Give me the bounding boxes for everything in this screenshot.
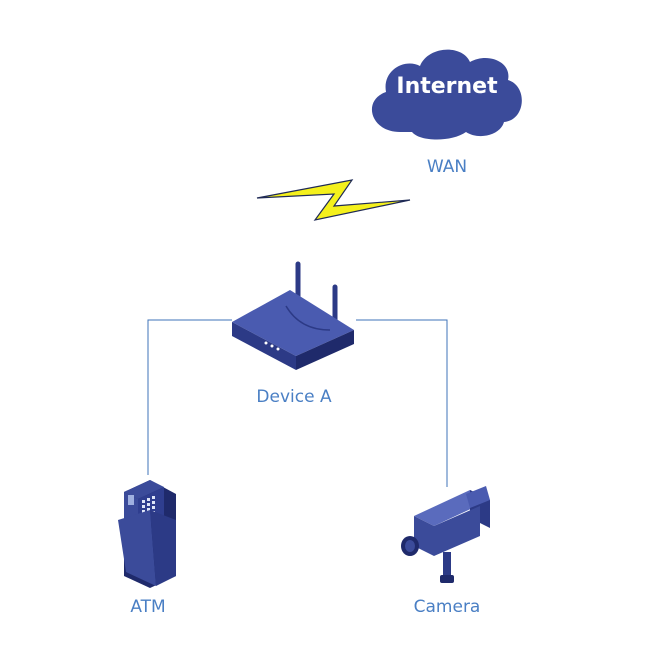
link-device-a-atm [147,319,232,475]
router-icon [232,261,354,370]
link-device-a-camera [356,319,448,487]
cloud-label: Internet [396,74,498,99]
atm-icon [118,480,176,588]
link-lines [147,319,448,487]
lightning-icon [256,179,411,221]
camera-icon [401,486,490,583]
device-a-label: Device A [256,387,332,407]
atm-label: ATM [130,597,166,617]
wan-label: WAN [426,157,468,177]
cloud-icon [371,49,522,140]
camera-label: Camera [413,597,481,617]
